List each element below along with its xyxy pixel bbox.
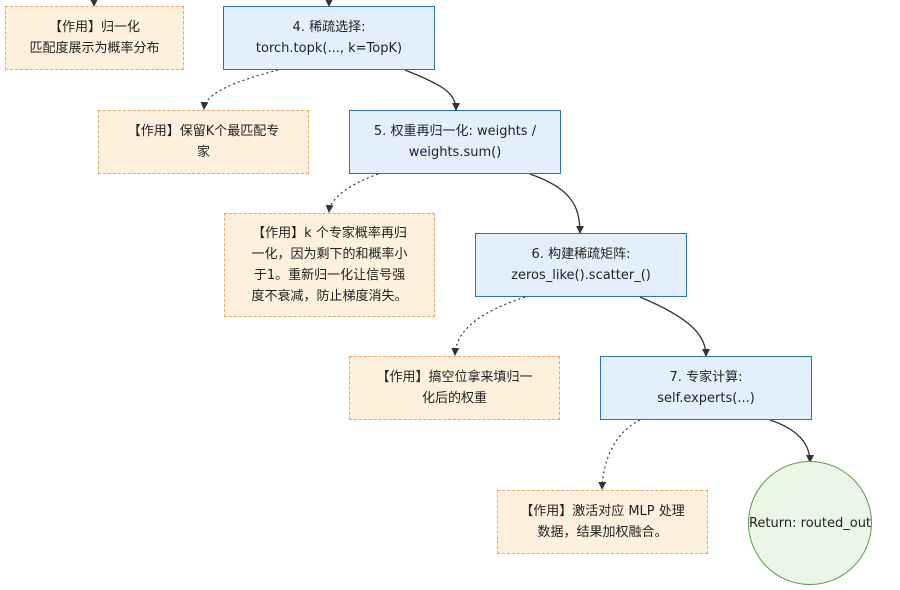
step-5-renormalize: 5. 权重再归一化: weights / weights.sum() xyxy=(349,110,561,174)
edge-step5-to-step6 xyxy=(529,173,584,234)
step-6-sparse-matrix: 6. 构建稀疏矩阵: zeros_like().scatter_() xyxy=(475,233,687,297)
node-text-line: 6. 构建稀疏矩阵: xyxy=(531,247,631,262)
return-node: Return: routed_out xyxy=(748,461,872,585)
node-text-line: weights.sum() xyxy=(408,145,502,160)
note-normalize: 【作用】归一化匹配度展示为概率分布 xyxy=(5,6,184,70)
edge-step7-to-return xyxy=(769,419,814,463)
node-text-line: torch.topk(..., k=TopK) xyxy=(255,41,403,56)
node-text-line: 一化，因为剩下的和概率小 xyxy=(251,247,408,262)
node-text-line: 匹配度展示为概率分布 xyxy=(29,41,160,56)
node-text-line: 【作用】保留K个最匹配专 xyxy=(127,124,280,139)
node-text-line: 数据，结果加权融合。 xyxy=(537,525,668,540)
node-text-line: 【作用】k 个专家概率再归 xyxy=(252,226,407,241)
note-scatter: 【作用】搞空位拿来填归一化后的权重 xyxy=(349,356,560,420)
edge-step6-to-step7 xyxy=(639,296,710,357)
note-topk: 【作用】保留K个最匹配专家 xyxy=(98,110,309,174)
node-text-line: 【作用】激活对应 MLP 处理 xyxy=(520,504,685,519)
node-text-line: zeros_like().scatter_() xyxy=(511,268,651,283)
node-text-line: 度不衰减，防止梯度消失。 xyxy=(251,289,408,304)
node-text-line: 化后的权重 xyxy=(421,391,487,406)
node-text-line: 家 xyxy=(196,145,210,160)
node-text-line: 7. 专家计算: xyxy=(669,370,743,385)
node-text-line: self.experts(...) xyxy=(657,391,755,406)
node-text-line: 于1。重新归一化让信号强 xyxy=(253,268,406,283)
note-experts: 【作用】激活对应 MLP 处理数据，结果加权融合。 xyxy=(497,490,708,554)
node-text-line: 【作用】搞空位拿来填归一 xyxy=(376,370,533,385)
edge-step6-to-note-scatter xyxy=(451,296,526,356)
note-renorm: 【作用】k 个专家概率再归一化，因为剩下的和概率小于1。重新归一化让信号强度不衰… xyxy=(224,213,435,317)
edge-step4-to-step5 xyxy=(404,69,460,111)
node-text-line: Return: routed_out xyxy=(748,515,872,531)
edge-step7-to-note-experts xyxy=(598,419,641,490)
node-text-line: 【作用】归一化 xyxy=(48,20,140,35)
step-7-expert-compute: 7. 专家计算: self.experts(...) xyxy=(600,356,812,420)
node-text-line: 4. 稀疏选择: xyxy=(292,20,366,35)
step-4-sparse-select: 4. 稀疏选择: torch.topk(..., k=TopK) xyxy=(223,6,435,70)
edge-step5-to-note-renorm xyxy=(325,173,379,213)
node-text-line: 5. 权重再归一化: weights / xyxy=(373,124,537,139)
edge-step4-to-note-topk xyxy=(200,69,279,110)
